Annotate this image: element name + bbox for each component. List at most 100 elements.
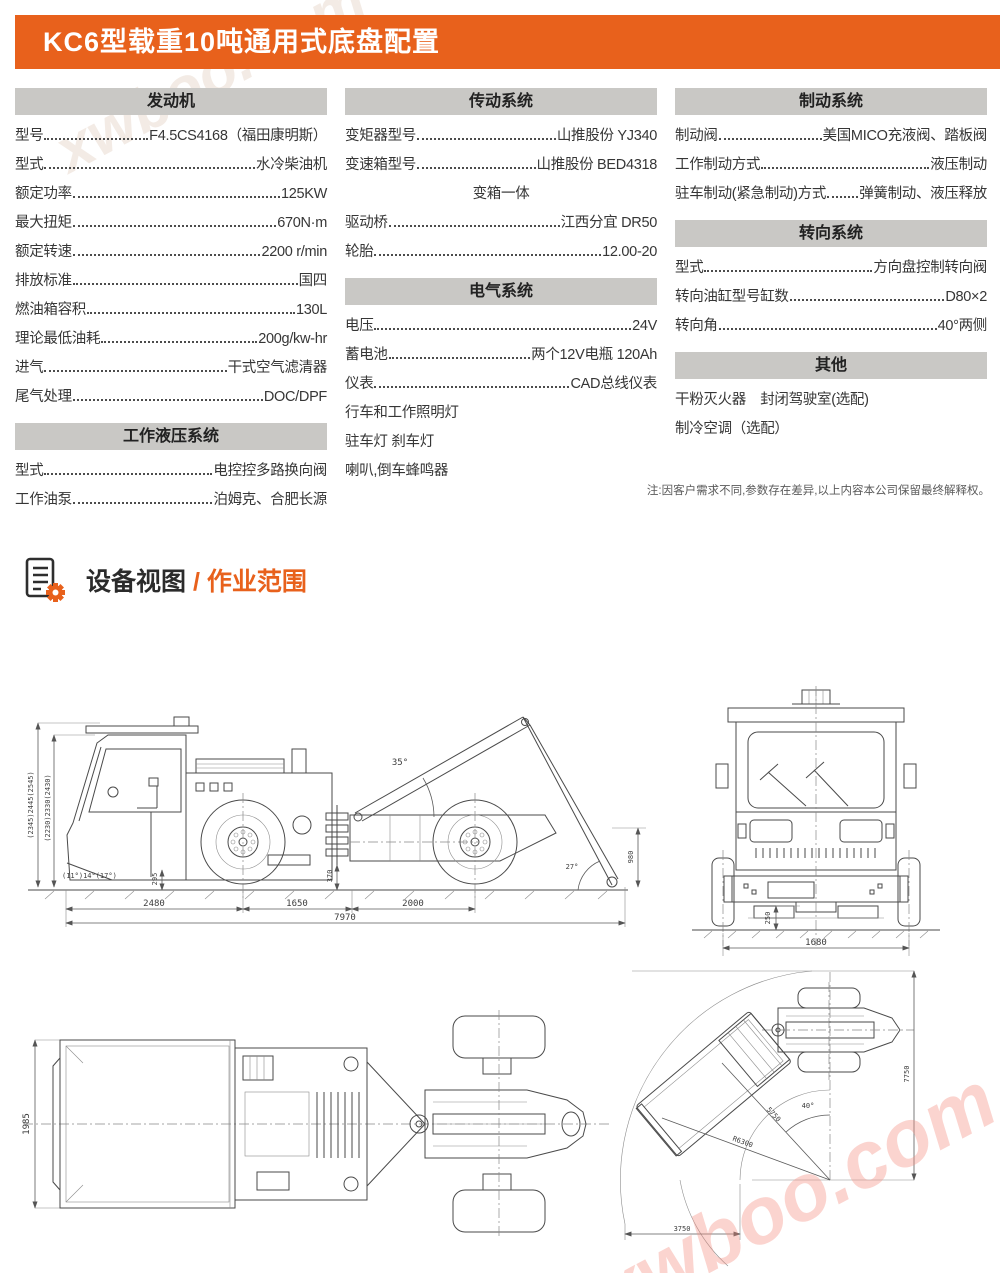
dot-leader — [44, 473, 213, 475]
spec-value: 水冷柴油机 — [256, 157, 327, 173]
dim-seg-rear: 2000 — [402, 899, 424, 909]
spec-row: 电压 24V — [345, 312, 657, 341]
spec-label: 制冷空调（选配） — [675, 421, 789, 437]
engine-body — [186, 748, 333, 881]
dim-inner-offset: 3750 — [674, 1225, 691, 1233]
spec-value: 泊姆克、合肥长源 — [213, 492, 327, 508]
spec-value: 国四 — [298, 273, 328, 289]
dim-overall-width: 1985 — [22, 1113, 32, 1135]
rear-unit-top — [635, 1011, 791, 1157]
spec-label: 型式 — [15, 157, 44, 173]
spec-row: 进气干式空气滤清器 — [15, 354, 327, 383]
front-view-drawing: 250 1680 — [652, 678, 982, 973]
dot-leader — [72, 254, 261, 256]
spec-row: 制动阀 美国MICO充液阀、踏板阀 — [675, 122, 987, 151]
section-header: 电气系统 — [345, 278, 657, 305]
hinge-point — [771, 1023, 785, 1037]
section-header: 制动系统 — [675, 88, 987, 115]
spec-row: 工作制动方式液压制动 — [675, 151, 987, 180]
dot-leader — [417, 138, 556, 140]
dim-radius-outer: R6300 — [731, 1135, 754, 1150]
spec-row: 制冷空调（选配） — [675, 415, 987, 444]
spec-row: 变速箱型号山推股份 BED4318 — [345, 151, 657, 180]
spec-row: 喇叭,倒车蜂鸣器 — [345, 457, 657, 486]
dot-leader — [388, 225, 560, 227]
spec-value: 24V — [632, 318, 657, 334]
spec-column-brake-steering: 制动系统 制动阀 美国MICO充液阀、踏板阀 工作制动方式液压制动 驻车制动(紧急… — [675, 88, 987, 444]
spec-row: 理论最低油耗 200g/kw-hr — [15, 325, 327, 354]
spec-label: 进气 — [15, 360, 44, 376]
spec-value: 40°两侧 — [937, 318, 988, 334]
tilt-boom: 35° — [353, 716, 531, 822]
dot-leader — [44, 370, 227, 372]
section-other: 其他 干粉灭火器 封闭驾驶室(选配) 制冷空调（选配） — [675, 352, 987, 444]
spec-label: 行车和工作照明灯 — [345, 405, 459, 421]
spec-label: 燃油箱容积 — [15, 302, 86, 318]
dim-height-inner: (2230)2330(2430) — [44, 774, 52, 841]
spec-label: 变速箱型号 — [345, 157, 416, 173]
spec-label: 轮胎 — [345, 244, 374, 260]
spec-label: 理论最低油耗 — [15, 331, 101, 347]
spec-row: 型式方向盘控制转向阀 — [675, 254, 987, 283]
section-header: 转向系统 — [675, 220, 987, 247]
spec-row: 工作油泵泊姆克、合肥长源 — [15, 486, 327, 515]
wiper-lines — [759, 761, 849, 807]
spec-label: 制动阀 — [675, 128, 718, 144]
length-dimensions: 2480 1650 2000 7970 — [65, 887, 626, 927]
top-view-drawing: 1985 — [5, 1000, 625, 1255]
spec-label: 转向油缸型号缸数 — [675, 289, 789, 305]
views-section-title: 设备视图 / 作业范围 — [22, 556, 307, 604]
spec-row: 变矩器型号山推股份 YJ340 — [345, 122, 657, 151]
articulation-top — [366, 1061, 429, 1187]
grille-slots — [755, 848, 876, 858]
section-brake: 制动系统 制动阀 美国MICO充液阀、踏板阀 工作制动方式液压制动 驻车制动(紧急… — [675, 88, 987, 209]
spec-value: 两个12V电瓶 120Ah — [531, 347, 657, 363]
dim-seg-front: 2480 — [143, 899, 165, 909]
dim-track-width: 1680 — [805, 938, 827, 948]
spec-value: 美国MICO充液阀、踏板阀 — [822, 128, 988, 144]
spec-label: 额定转速 — [15, 244, 72, 260]
dot-leader — [789, 299, 945, 301]
dim-clearance-mid: 370 — [326, 870, 334, 883]
dim-total-length: 7970 — [334, 913, 356, 923]
spec-label: 驱动桥 — [345, 215, 388, 231]
spec-label: 变矩器型号 — [345, 128, 416, 144]
dot-leader — [417, 167, 536, 169]
dot-leader — [72, 399, 263, 401]
turning-radius-drawing: R6300 5750 40° 7750 3750 — [602, 958, 1000, 1273]
turning-arcs — [620, 970, 914, 1267]
spec-column-transmission: 传动系统 变矩器型号山推股份 YJ340 变速箱型号山推股份 BED4318 变… — [345, 88, 657, 486]
spec-value: 弹簧制动、液压释放 — [859, 186, 987, 202]
rear-frame — [349, 814, 557, 862]
spec-label: 干粉灭火器 封闭驾驶室(选配) — [675, 392, 869, 408]
spec-label: 最大扭矩 — [15, 215, 72, 231]
section-header: 工作液压系统 — [15, 423, 327, 450]
spec-row: 蓄电池两个12V电瓶 120Ah — [345, 341, 657, 370]
dim-radius-mid: 5750 — [765, 1106, 782, 1124]
section-title-separator: / — [186, 568, 207, 596]
spec-label: 驻车制动(紧急制动)方式 — [675, 186, 827, 202]
width-dimension: 1985 — [22, 1039, 63, 1209]
deck-grille — [316, 1092, 360, 1158]
spec-label: 工作制动方式 — [675, 157, 761, 173]
dim-clearance-front: 295 — [151, 873, 159, 886]
dot-leader — [72, 196, 280, 198]
front-unit-top — [762, 982, 914, 1080]
dot-leader — [72, 225, 277, 227]
side-view-drawing: 35° 27° 980 (2345)2445(2545) (2230)2330(… — [0, 665, 660, 940]
section-header: 发动机 — [15, 88, 327, 115]
dim-articulation-angle: 40° — [802, 1102, 815, 1110]
spec-value: 200g/kw-hr — [258, 331, 327, 347]
spec-value: CAD总线仪表 — [570, 376, 657, 392]
spec-label: 电压 — [345, 318, 374, 334]
dot-leader — [101, 341, 258, 343]
engine-deck-top — [234, 1047, 368, 1201]
ground-line — [28, 889, 628, 900]
